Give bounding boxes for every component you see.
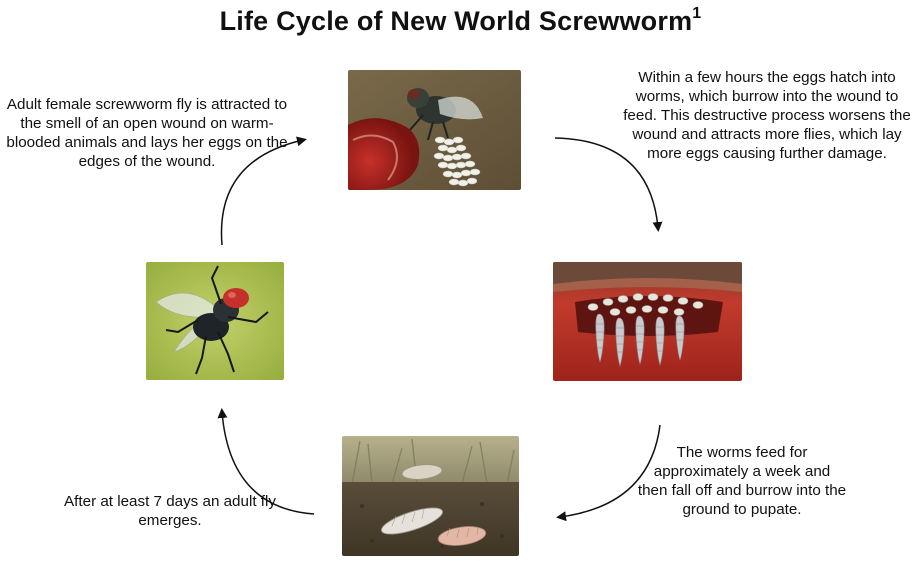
arrow-pupa-to-fly: [217, 408, 315, 515]
arrow-larvae-to-pupa: [556, 424, 661, 522]
image-adult-fly: [146, 262, 284, 380]
diagram-title: Life Cycle of New World Screwworm1: [0, 5, 921, 37]
arrow-fly-to-eggs: [220, 136, 307, 246]
image-larvae-in-wound: [553, 262, 742, 381]
caption-adult-emerges: After at least 7 days an adult fly emerg…: [64, 493, 276, 529]
arrow-eggs-to-larvae: [554, 137, 663, 232]
caption-feed-and-pupate: The worms feed for approximately a week …: [637, 444, 847, 518]
caption-lay-eggs: Adult female screwworm fly is attracted …: [6, 96, 288, 170]
image-pupae-in-soil: [342, 436, 519, 556]
title-footnote-marker: 1: [692, 5, 702, 22]
caption-hatch: Within a few hours the eggs hatch into w…: [623, 69, 911, 162]
title-text: Life Cycle of New World Screwworm: [219, 6, 693, 36]
image-fly-laying-eggs: [348, 70, 521, 190]
